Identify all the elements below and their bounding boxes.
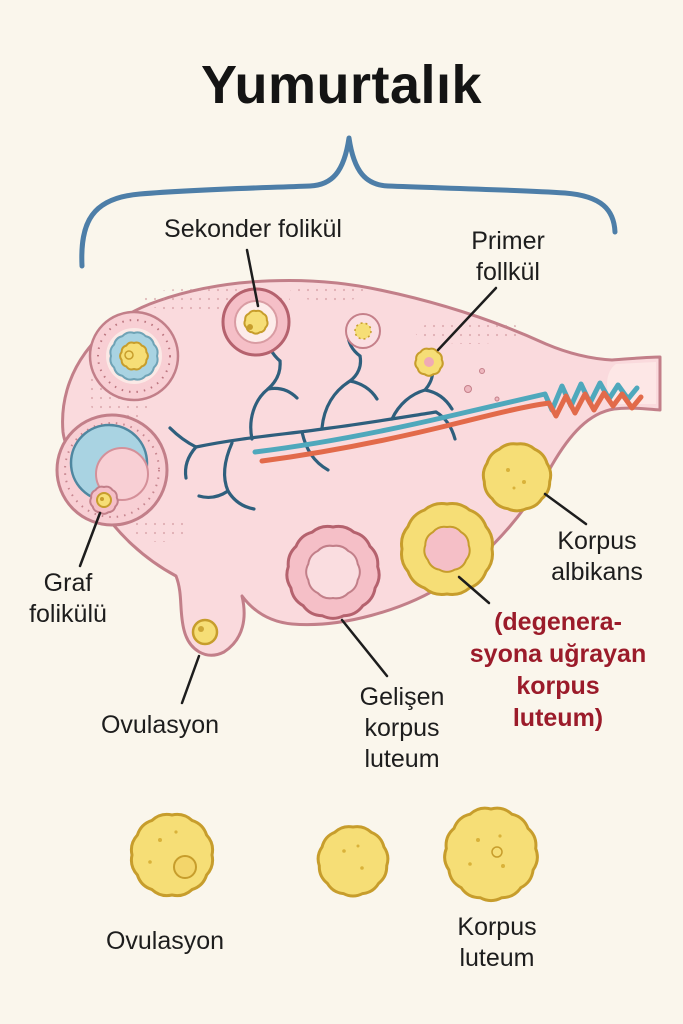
label-ovulasyon-bottom: Ovulasyon — [106, 926, 224, 957]
follicle-specks — [464, 368, 500, 402]
label-primer-folikul: Primer follkül — [471, 226, 545, 288]
developing-corpus-luteum — [285, 524, 381, 620]
graafian-follicle — [55, 413, 169, 527]
degenerating-corpus-luteum — [400, 502, 494, 596]
bottom-mid-cell — [316, 825, 390, 898]
label-line: Primer — [471, 227, 545, 255]
label-degenerating-korpus-luteum: (degenera- syona uğrayan korpus luteum) — [470, 606, 646, 734]
primordial-follicle — [88, 310, 180, 402]
label-korpus-albikans: Korpus albikans — [551, 526, 643, 588]
bottom-ovulation-cell — [129, 812, 215, 898]
label-line: Korpus — [457, 913, 537, 941]
label-line: Ovulasyon — [100, 711, 220, 739]
label-line: luteum) — [512, 704, 604, 732]
label-line: (degenera- — [494, 608, 622, 636]
label-line: follkül — [476, 258, 540, 286]
vessel-orange — [259, 390, 644, 464]
primer-follicle — [414, 347, 444, 377]
label-ovulasyon: Ovulasyon — [101, 710, 219, 741]
page-title: Yumurtalık — [200, 55, 483, 115]
label-line: luteum — [364, 745, 440, 773]
label-line: syona uğrayan — [469, 640, 647, 668]
label-line: Gelişen — [359, 683, 445, 711]
small-follicle — [345, 313, 381, 349]
corpus-albicans — [481, 442, 553, 513]
label-line: Korpus — [557, 527, 637, 555]
label-line: Ovulasyon — [105, 927, 225, 955]
vessel-branches — [168, 332, 457, 511]
secondary-follicle — [221, 287, 291, 357]
vessel-teal — [252, 380, 640, 455]
label-line: luteum — [459, 944, 535, 972]
label-line: Graf — [43, 569, 93, 597]
label-line: korpus — [516, 672, 600, 700]
label-graf-folikulu: Graf folikülü — [29, 568, 107, 630]
label-line: folikülü — [29, 600, 107, 628]
leader-lines — [78, 248, 588, 705]
ovulated-ovum — [191, 618, 219, 646]
bottom-corpus-luteum-cell — [443, 806, 539, 903]
label-line: Sekonder folikül — [164, 215, 342, 243]
brace — [79, 135, 618, 269]
label-line: albikans — [551, 558, 643, 586]
label-sekonder-folikul: Sekonder folikül — [164, 214, 342, 245]
label-gelisen-korpus-luteum: Gelişen korpus luteum — [360, 682, 445, 775]
ovarian-vessels — [168, 332, 644, 511]
label-line: korpus — [364, 714, 440, 742]
label-korpus-luteum-bottom: Korpus luteum — [457, 912, 536, 974]
